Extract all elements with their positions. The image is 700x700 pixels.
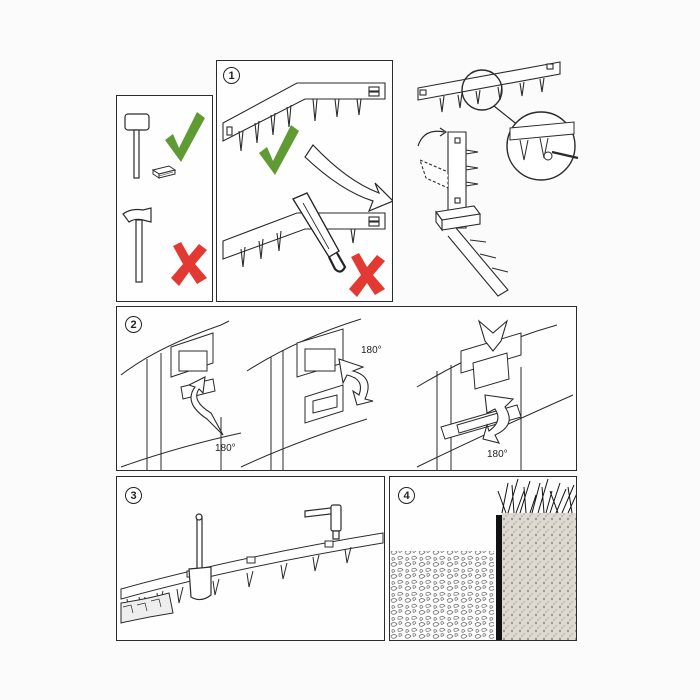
wood-block-icon bbox=[151, 165, 177, 179]
connected-edging-strip bbox=[417, 61, 561, 113]
small-curved-arrow-icon bbox=[417, 130, 445, 147]
installed-edging-strip bbox=[120, 532, 384, 624]
tools-illustration bbox=[122, 112, 207, 286]
cross-icon bbox=[171, 242, 207, 286]
step1-panel bbox=[216, 60, 393, 302]
magnifier-circle bbox=[461, 69, 503, 111]
rotation-label: 180° bbox=[361, 345, 382, 356]
step4-panel bbox=[389, 476, 577, 641]
bent-edging-strip bbox=[222, 82, 386, 152]
mallet-icon bbox=[124, 113, 150, 179]
rotate-arrow-icon bbox=[338, 358, 374, 406]
spade-icon bbox=[188, 513, 212, 601]
tools-panel bbox=[116, 95, 213, 302]
saw-icon bbox=[292, 192, 347, 273]
post-assembly bbox=[419, 131, 509, 297]
rotation-label: 180° bbox=[215, 443, 236, 454]
grass-icon bbox=[497, 478, 576, 514]
step1-badge: 1 bbox=[223, 67, 240, 84]
rotation-label: 180° bbox=[487, 449, 508, 460]
step2-panel: 180° 180° 180° bbox=[116, 306, 577, 471]
rotate-arrow-icon bbox=[482, 394, 515, 444]
check-icon bbox=[259, 125, 299, 175]
step3-panel bbox=[116, 476, 385, 641]
step1-illustration bbox=[222, 82, 392, 297]
screw-icon bbox=[551, 150, 579, 160]
step3-badge: 3 bbox=[125, 487, 142, 504]
mallet-icon bbox=[304, 504, 342, 540]
zoomed-spike-detail bbox=[509, 121, 579, 161]
down-arrow-icon bbox=[477, 319, 509, 352]
step2-illustration bbox=[120, 318, 574, 470]
step2-badge: 2 bbox=[125, 316, 142, 333]
step4-badge: 4 bbox=[398, 487, 415, 504]
step3-illustration bbox=[120, 504, 384, 624]
cross-icon bbox=[349, 253, 385, 297]
soil-bed bbox=[502, 513, 576, 640]
gravel-bed bbox=[390, 551, 494, 640]
curved-arrow-icon bbox=[304, 144, 392, 213]
cut-edging-strip bbox=[222, 212, 386, 268]
check-icon bbox=[165, 112, 205, 162]
step4-illustration bbox=[390, 478, 576, 640]
claw-hammer-icon bbox=[122, 207, 152, 283]
zoom-detail-circle bbox=[506, 111, 576, 181]
rotate-arrow-icon bbox=[187, 376, 224, 436]
edging-cross-section bbox=[496, 515, 502, 640]
